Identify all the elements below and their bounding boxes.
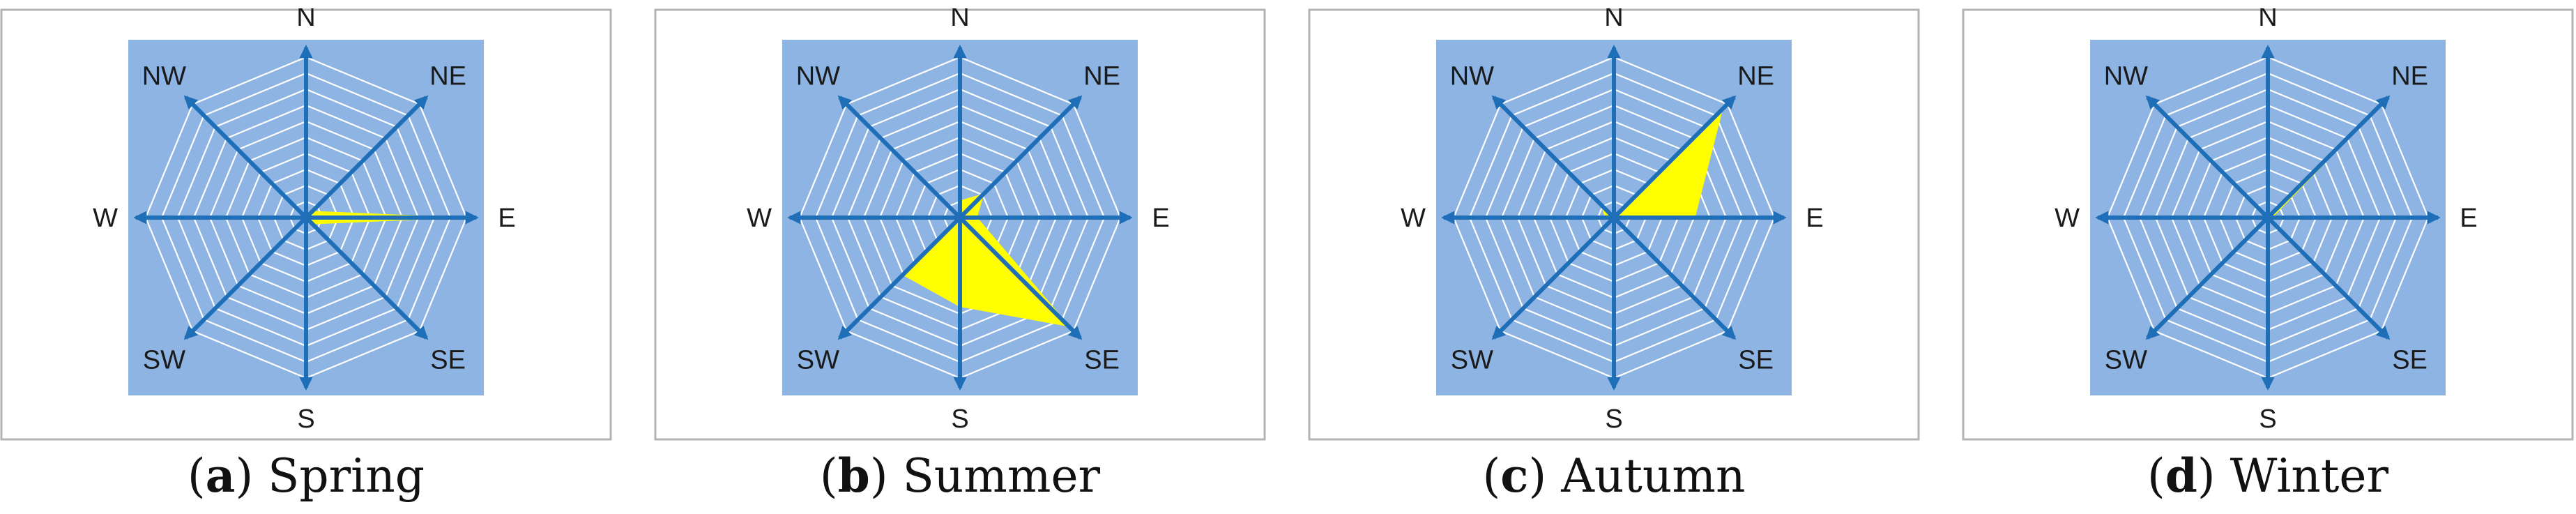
- axis-arrow-sw: [2145, 216, 2270, 340]
- wind-rose-spring: N NE E SE S SW W NW: [0, 8, 612, 441]
- wind-rose-winter: N NE E SE S SW W NW: [1962, 8, 2574, 441]
- direction-label-n: N: [950, 8, 969, 32]
- caption-letter: a: [205, 448, 236, 503]
- direction-label-s: S: [2259, 405, 2276, 434]
- axis-arrow-se: [958, 216, 1083, 340]
- caption-spring: (a) Spring: [187, 448, 425, 503]
- axis-arrow-nw: [1491, 95, 1616, 220]
- direction-label-e: E: [1152, 204, 1169, 233]
- direction-label-ne: NE: [429, 61, 466, 91]
- direction-label-s: S: [297, 405, 314, 434]
- axis-arrow-sw: [1491, 216, 1616, 340]
- direction-label-se: SE: [1084, 346, 1120, 375]
- axis-arrow-nw: [837, 95, 962, 220]
- direction-label-nw: NW: [796, 61, 840, 91]
- axis-arrow-sw: [837, 216, 962, 340]
- wind-rose-autumn: N NE E SE S SW W NW: [1308, 8, 1920, 441]
- direction-label-w: W: [1401, 204, 1426, 233]
- axis-arrow-sw: [183, 216, 308, 340]
- axis-arrow-ne: [304, 95, 429, 220]
- wind-rose-summer: N NE E SE S SW W NW: [654, 8, 1266, 441]
- axis-arrow-se: [1612, 216, 1737, 340]
- direction-label-w: W: [2055, 204, 2080, 233]
- caption-letter: c: [1500, 448, 1529, 503]
- direction-label-sw: SW: [143, 346, 185, 375]
- caption-letter: b: [837, 448, 870, 503]
- direction-label-s: S: [1605, 405, 1622, 434]
- caption-text: Spring: [268, 449, 425, 503]
- caption-text: Summer: [902, 449, 1101, 503]
- direction-label-e: E: [1806, 204, 1823, 233]
- caption-winter: (d) Winter: [2147, 448, 2389, 503]
- axis-arrow-ne: [958, 95, 1083, 220]
- panel-summer: N NE E SE S SW W NW (b) Summer: [654, 8, 1266, 513]
- caption-autumn: (c) Autumn: [1482, 448, 1746, 503]
- axis-arrow-se: [2266, 216, 2391, 340]
- direction-label-sw: SW: [797, 346, 839, 375]
- direction-label-w: W: [747, 204, 772, 233]
- direction-label-se: SE: [1738, 346, 1774, 375]
- direction-label-ne: NE: [2391, 61, 2428, 91]
- direction-label-se: SE: [2392, 346, 2428, 375]
- caption-text: Autumn: [1561, 449, 1746, 503]
- direction-label-w: W: [93, 204, 118, 233]
- direction-label-nw: NW: [2104, 61, 2148, 91]
- panel-spring: N NE E SE S SW W NW (a) Spring: [0, 8, 612, 513]
- direction-label-nw: NW: [1450, 61, 1494, 91]
- direction-label-n: N: [296, 8, 315, 32]
- axis-arrow-nw: [2145, 95, 2270, 220]
- axis-arrow-ne: [2266, 95, 2391, 220]
- direction-label-s: S: [951, 405, 968, 434]
- direction-label-e: E: [498, 204, 515, 233]
- direction-label-sw: SW: [2105, 346, 2147, 375]
- panel-autumn: N NE E SE S SW W NW (c) Autumn: [1308, 8, 1920, 513]
- direction-label-n: N: [1604, 8, 1623, 32]
- caption-summer: (b) Summer: [819, 448, 1101, 503]
- direction-label-n: N: [2258, 8, 2277, 32]
- panel-winter: N NE E SE S SW W NW (d) Winter: [1962, 8, 2574, 513]
- caption-text: Winter: [2230, 449, 2389, 503]
- direction-label-ne: NE: [1083, 61, 1120, 91]
- axis-arrow-nw: [183, 95, 308, 220]
- direction-label-ne: NE: [1737, 61, 1774, 91]
- direction-label-sw: SW: [1451, 346, 1493, 375]
- direction-label-nw: NW: [142, 61, 186, 91]
- caption-letter: d: [2165, 448, 2197, 503]
- axis-arrow-se: [304, 216, 429, 340]
- direction-label-se: SE: [430, 346, 466, 375]
- axis-arrow-ne: [1612, 95, 1737, 220]
- direction-label-e: E: [2460, 204, 2477, 233]
